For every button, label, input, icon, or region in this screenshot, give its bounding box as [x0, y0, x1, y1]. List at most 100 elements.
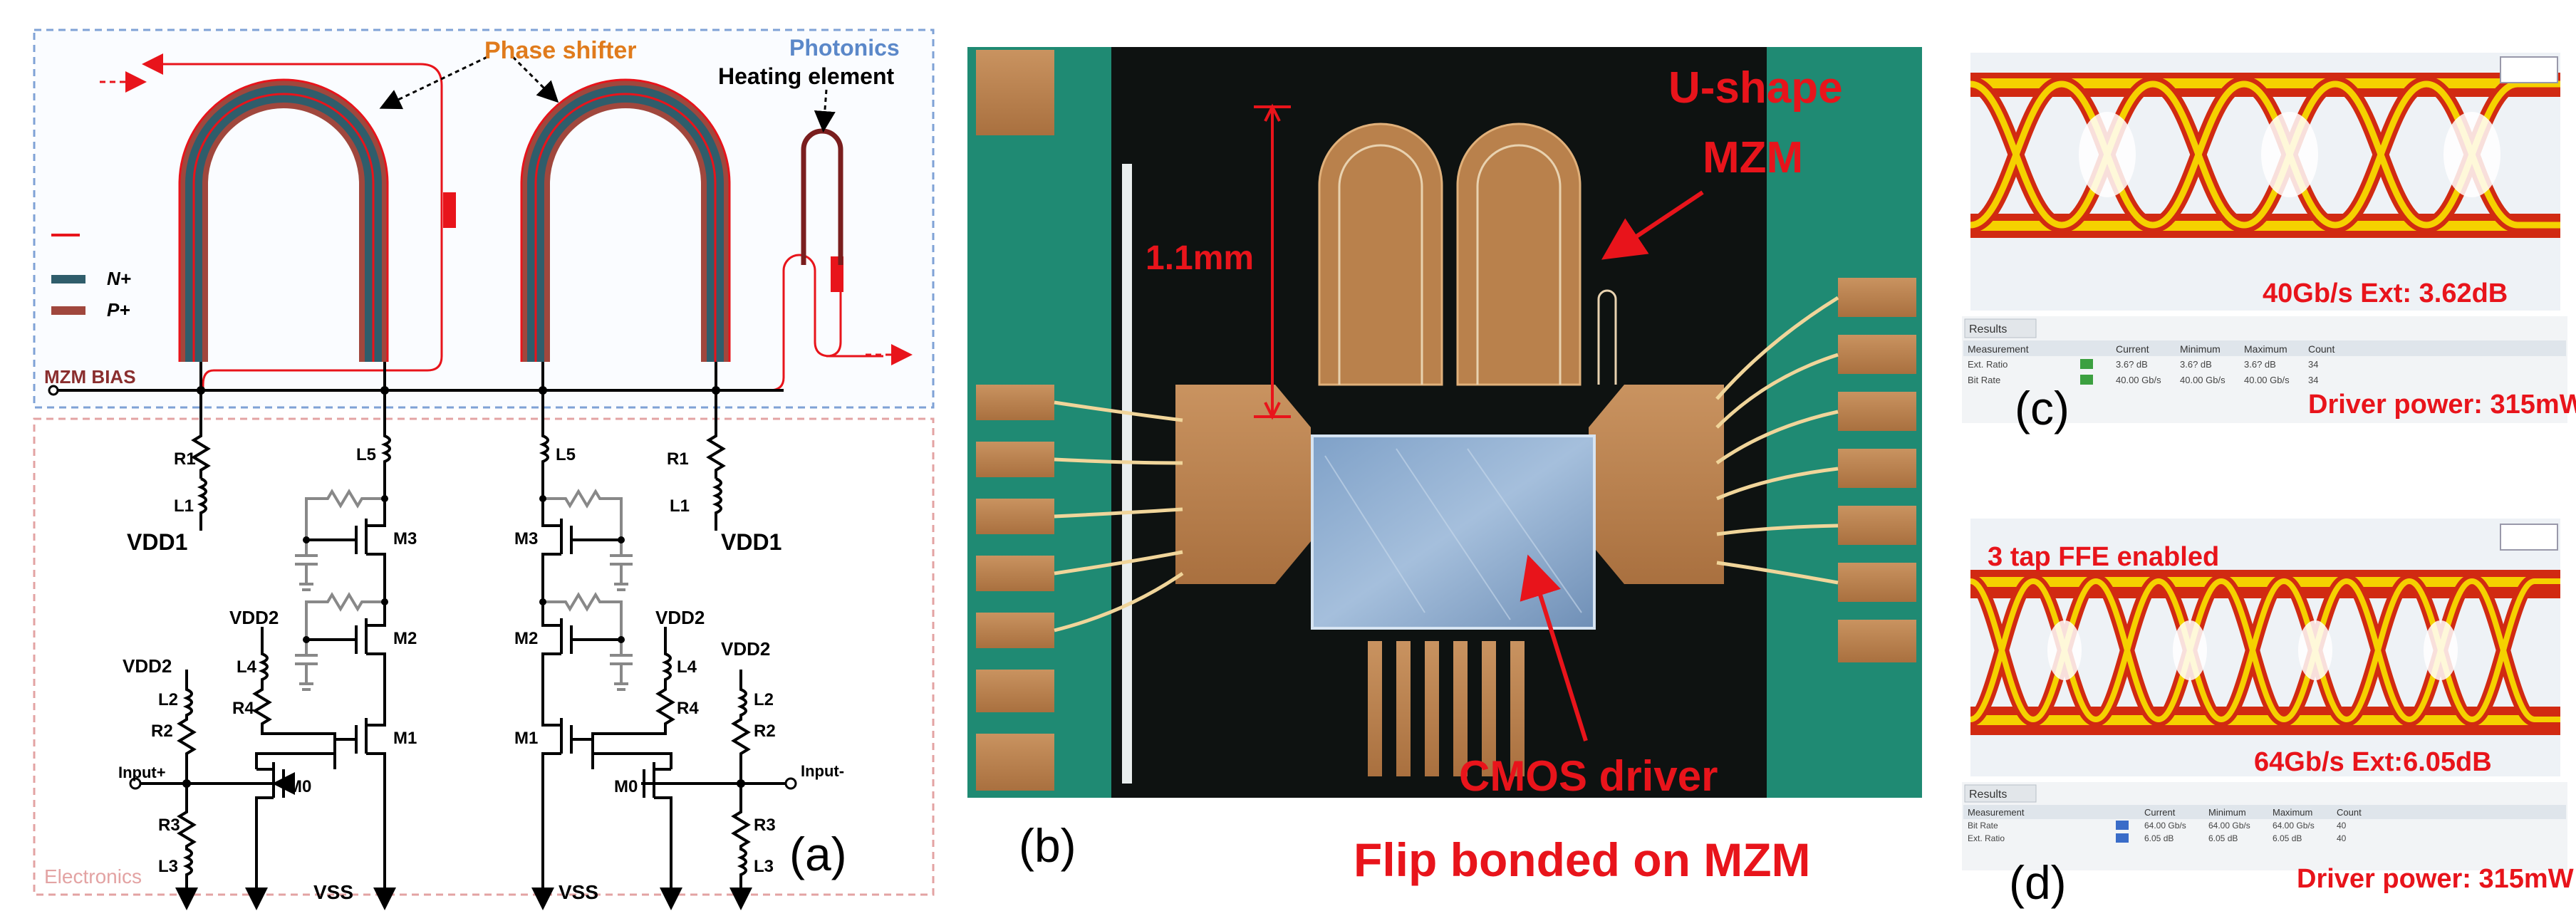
legend-box-d [2500, 524, 2558, 551]
right-l2: L2 [754, 690, 774, 709]
panel-b-label: (b) [1019, 819, 1076, 872]
legend: N+ P+ [51, 234, 131, 321]
row-marker-c-1 [2080, 375, 2093, 385]
die-edge [1122, 164, 1132, 784]
results-header-d [1963, 805, 2566, 819]
left-m3: M3 [393, 529, 417, 548]
hdr-d-0: Measurement [1968, 807, 2025, 818]
right-l4: L4 [677, 657, 697, 677]
results-header-c [1963, 340, 2566, 356]
cell-c-0-2: 3.6? dB [2180, 359, 2212, 370]
hdr-c-3: Maximum [2244, 343, 2287, 355]
results-table-c [1962, 316, 2567, 423]
right-m2: M2 [514, 629, 538, 648]
hdr-d-2: Minimum [2208, 807, 2246, 818]
cell-c-0-3: 3.6? dB [2244, 359, 2276, 370]
hdr-c-1: Current [2116, 343, 2149, 355]
left-l5: L5 [356, 445, 376, 464]
results-tab-c[interactable] [1964, 318, 2037, 338]
hdr-c-2: Minimum [2180, 343, 2221, 355]
cell-d-1-2: 6.05 dB [2208, 833, 2238, 843]
schematic-left-nodes [129, 495, 388, 790]
right-l1: L1 [670, 496, 690, 516]
schematic-right-arrows [531, 883, 752, 910]
results-tab-d[interactable] [1964, 784, 2037, 803]
cell-d-0-2: 64.00 Gb/s [2208, 821, 2250, 831]
right-l3: L3 [754, 857, 774, 876]
bond-wires [1054, 296, 1839, 633]
mzm-waveguides [1338, 144, 1617, 385]
heating-element-label: Heating element [718, 63, 895, 89]
eye-diagram-d [1968, 570, 2560, 735]
panel-d: 3 tap FFE enabled 64Gb/s Ext:6.05dB Resu… [1962, 513, 2574, 909]
phase-shifter-pointer-right [511, 56, 559, 103]
left-l1: L1 [174, 496, 194, 516]
cell-c-0-0: Ext. Ratio [1968, 359, 2008, 370]
right-input[interactable]: Input- [801, 762, 844, 780]
die-pads-right [1589, 385, 1724, 584]
left-vdd1: VDD1 [127, 529, 187, 555]
row-marker-d-0 [2116, 821, 2129, 830]
right-r3: R3 [754, 816, 776, 835]
dimension-marker [1254, 103, 1291, 420]
cmos-driver-die [1311, 434, 1596, 630]
driver-arrow [1520, 554, 1588, 741]
power-d: Driver power: 315mW [2297, 864, 2574, 894]
die-pads-left [1175, 385, 1311, 584]
cell-d-0-0: Bit Rate [1968, 821, 1998, 831]
right-m1: M1 [514, 729, 538, 748]
right-r4: R4 [677, 699, 699, 718]
electronics-label: Electronics [44, 865, 142, 888]
mzm-label-line1: U-shape [1668, 63, 1843, 113]
heating-element-pointer [814, 89, 836, 132]
cell-c-1-1: 40.00 Gb/s [2116, 375, 2161, 385]
heater-block-1 [443, 192, 456, 228]
right-vdd1: VDD1 [721, 529, 781, 555]
phase-shifter-label: Phase shifter [484, 37, 637, 64]
hdr-d-3: Maximum [2273, 807, 2312, 818]
mzm-bias-label: MZM BIAS [44, 366, 136, 387]
left-r1: R1 [174, 449, 196, 469]
legend-swatch-p-plus [51, 306, 85, 315]
left-l3: L3 [158, 857, 178, 876]
cell-d-1-0: Ext. Ratio [1968, 833, 2005, 843]
cell-d-1-1: 6.05 dB [2144, 833, 2174, 843]
pcb-pads-right [1838, 278, 1916, 662]
hdr-d-1: Current [2144, 807, 2176, 818]
pcb-pads-left [976, 50, 1054, 791]
results-tab-label-c: Results [1969, 323, 2007, 335]
cell-d-0-4: 40 [2337, 821, 2347, 831]
right-vss: VSS [559, 881, 598, 903]
driver-label: CMOS driver [1459, 752, 1718, 800]
right-m3: M3 [514, 529, 538, 548]
left-vss: VSS [313, 881, 353, 903]
left-m1: M1 [393, 729, 417, 748]
dimension-label: 1.1mm [1146, 239, 1254, 277]
cell-c-1-4: 34 [2308, 375, 2318, 385]
heater-block-2 [831, 256, 843, 292]
phase-shifter-pointer-left [379, 56, 488, 110]
panel-b: 1.1mm U-shape MZM CMOS driver Flip bonde… [967, 47, 1922, 886]
pcb-green-left [967, 47, 1111, 798]
right-r2: R2 [754, 722, 776, 741]
die-scratches [1324, 448, 1582, 620]
u-phase-shifter-left [178, 78, 389, 362]
legend-swatch-n-plus [51, 275, 85, 283]
left-r4: R4 [232, 699, 254, 718]
row-marker-c-0 [2080, 359, 2093, 369]
right-l5: L5 [556, 445, 576, 464]
cell-c-1-0: Bit Rate [1968, 375, 2000, 385]
row-marker-d-1 [2116, 833, 2129, 843]
panel-c-label: (c) [2015, 382, 2069, 434]
mzm-bias-node [48, 385, 59, 396]
schematic-right [539, 426, 791, 897]
left-r2: R2 [151, 722, 173, 741]
hdr-d-4: Count [2337, 807, 2362, 818]
rate-c: 40Gb/s Ext: 3.62dB [2263, 279, 2508, 308]
left-input[interactable]: Input+ [118, 764, 166, 781]
u-phase-shifter-right [520, 78, 731, 362]
electronics-box [33, 417, 935, 896]
cell-c-1-2: 40.00 Gb/s [2180, 375, 2226, 385]
left-l4: L4 [237, 657, 257, 677]
left-vdd2-bias: VDD2 [123, 655, 172, 677]
